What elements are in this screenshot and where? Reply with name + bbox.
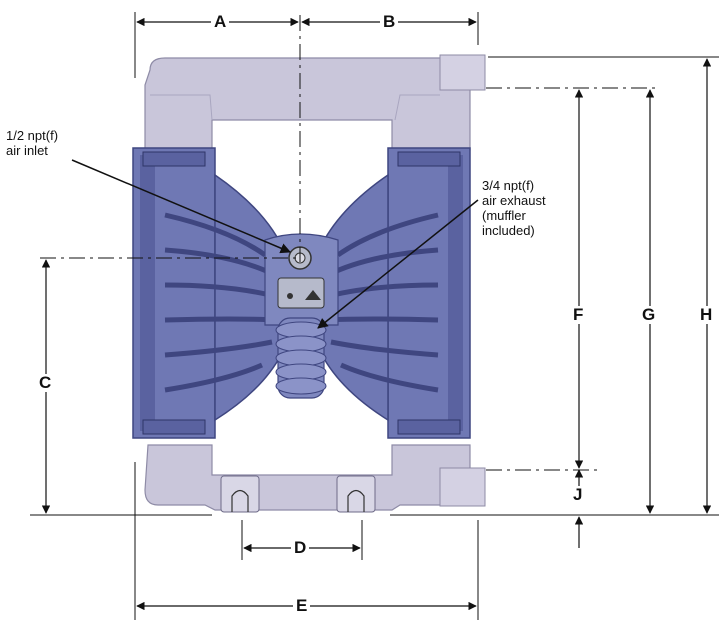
dim-label-a: A [211,13,230,31]
air-exhaust-callout: 3/4 npt(f) air exhaust (muffler included… [482,178,546,238]
dim-label-c: C [36,374,55,392]
air-inlet-leader [71,159,291,254]
air-exhaust-leader [317,199,479,329]
pump-illustration [132,54,486,513]
dim-label-h: H [697,306,716,324]
right-fluid-cover [307,147,471,439]
air-inlet-callout: 1/2 npt(f) air inlet [6,128,58,158]
air-exhaust-label: air exhaust [482,193,546,208]
air-exhaust-note-1: (muffler [482,208,526,223]
leader-lines [71,159,479,329]
dim-label-b: B [380,13,399,31]
dim-label-e: E [293,597,311,615]
air-inlet-label: air inlet [6,143,48,158]
air-exhaust-size: 3/4 npt(f) [482,178,535,193]
dim-label-d: D [291,539,310,557]
dim-label-g: G [639,306,659,324]
bottom-manifold [144,444,486,513]
top-manifold [144,54,486,151]
extension-lines [30,12,719,620]
dim-label-f: F [570,306,587,324]
air-exhaust-note-2: included) [482,223,535,238]
center-section [264,233,339,326]
air-inlet-size: 1/2 npt(f) [6,128,59,143]
muffler [275,317,327,399]
dim-label-j: J [570,486,586,504]
